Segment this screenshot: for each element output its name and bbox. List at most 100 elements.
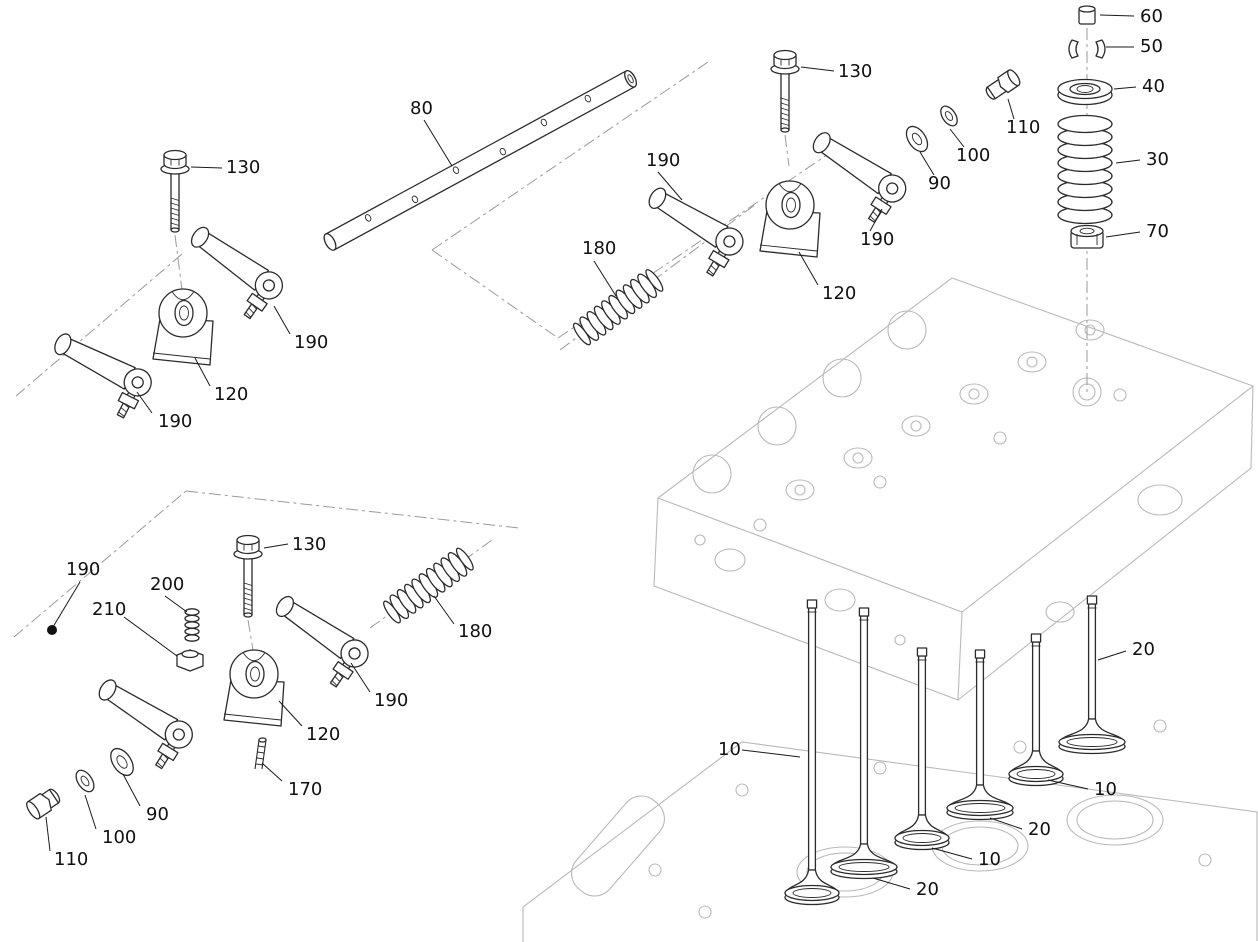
callout-70: 70	[1105, 221, 1169, 242]
callout-leader	[122, 773, 141, 807]
callout-60: 60	[1099, 6, 1163, 27]
callout-leader	[123, 616, 178, 657]
callout-110: 110	[1006, 98, 1040, 138]
valve-cap-60	[1078, 5, 1096, 25]
part-number-label: 180	[582, 238, 616, 259]
rocker-cluster-lower-left	[26, 534, 477, 820]
callout-20: 20	[872, 877, 939, 900]
rocker-arm-190	[38, 328, 157, 424]
part-number-label: 10	[1094, 779, 1117, 800]
spring-retainer-40	[1057, 78, 1113, 106]
part-number-label: 40	[1142, 76, 1165, 97]
washer-100	[940, 105, 958, 127]
callouts-group: 6050403070110100901301901901201808013019…	[45, 6, 1169, 900]
part-number-label: 90	[928, 173, 951, 194]
callout-leader	[1047, 779, 1089, 790]
part-number-label: 110	[54, 849, 88, 870]
callout-leader	[919, 151, 935, 176]
callout-leader	[433, 595, 455, 625]
callout-20: 20	[1097, 639, 1155, 661]
callout-190: 190	[646, 150, 683, 201]
parts-group	[26, 5, 1113, 820]
callout-120: 120	[798, 251, 856, 304]
part-number-label: 130	[838, 61, 872, 82]
plug-110	[985, 69, 1021, 100]
part-number-label: 100	[102, 827, 136, 848]
callout-leader	[1099, 14, 1135, 17]
callout-190: 190	[47, 559, 100, 635]
rocker-arm-190	[631, 182, 749, 282]
part-number-label: 50	[1140, 36, 1163, 57]
part-number-label: 190	[646, 150, 680, 171]
cylinder-head-outline	[653, 277, 1255, 701]
cylinder-block-outline	[522, 719, 1258, 942]
callout-180: 180	[433, 595, 492, 642]
rocker-cluster-center	[631, 49, 1021, 282]
callout-leader	[1115, 159, 1141, 164]
callout-130: 130	[263, 534, 326, 555]
callout-120: 120	[278, 700, 340, 745]
part-number-label: 190	[158, 411, 192, 432]
callout-10: 10	[931, 847, 1001, 870]
part-number-label: 90	[146, 804, 169, 825]
callout-190: 190	[350, 662, 408, 711]
part-number-label: 20	[1132, 639, 1155, 660]
bolt-110	[26, 788, 61, 820]
part-number-label: 130	[292, 534, 326, 555]
callout-90: 90	[919, 151, 951, 194]
callout-leader	[164, 595, 188, 613]
part-number-label: 10	[718, 739, 741, 760]
rocker-bracket-120	[152, 288, 214, 366]
valve-stem-seal-70	[1070, 224, 1104, 249]
spring-180	[379, 544, 477, 627]
callout-leader	[1097, 650, 1127, 661]
adjust-spring-200	[184, 608, 200, 642]
callout-10: 10	[718, 739, 801, 760]
rocker-bracket-120	[759, 180, 821, 258]
callout-leader	[261, 762, 283, 782]
exhaust-valve	[1008, 633, 1064, 787]
intake-valve	[830, 607, 898, 880]
part-number-label: 20	[916, 879, 939, 900]
rocker-bracket-120	[223, 649, 285, 727]
callout-190: 190	[273, 305, 328, 353]
part-number-label: 110	[1006, 117, 1040, 138]
part-number-label: 20	[1028, 819, 1051, 840]
callout-leader	[273, 305, 291, 335]
callout-leader	[136, 391, 153, 414]
rocker-arm-190	[80, 674, 199, 775]
part-number-label: 190	[294, 332, 328, 353]
part-number-label: 170	[288, 779, 322, 800]
bolt-130	[160, 149, 190, 233]
callout-leader	[52, 581, 81, 628]
part-number-label: 130	[226, 157, 260, 178]
part-number-label: 120	[306, 724, 340, 745]
washer-100	[75, 769, 95, 793]
callout-90: 90	[122, 773, 169, 825]
adjust-nut-210	[176, 649, 204, 672]
exhaust-valve	[894, 647, 950, 851]
callout-leader	[423, 119, 453, 167]
part-number-label: 120	[214, 384, 248, 405]
callout-170: 170	[261, 762, 322, 800]
callout-leader	[593, 260, 617, 297]
part-number-label: 190	[66, 559, 100, 580]
spring-180	[569, 266, 667, 349]
intake-valve	[1058, 595, 1126, 755]
callout-30: 30	[1115, 149, 1169, 170]
callout-100: 100	[84, 794, 136, 848]
pin-170	[254, 737, 267, 770]
part-number-label: 30	[1146, 149, 1169, 170]
callout-leader	[800, 66, 835, 72]
callout-leader	[949, 128, 965, 148]
part-number-label: 190	[374, 690, 408, 711]
valves-group	[784, 595, 1126, 906]
callout-leader	[84, 794, 97, 830]
callout-leader	[798, 251, 819, 286]
reference-dot	[47, 625, 57, 635]
callout-leader	[1113, 86, 1137, 90]
callout-50: 50	[1106, 36, 1163, 57]
callout-leader	[931, 847, 973, 860]
part-number-label: 100	[956, 145, 990, 166]
